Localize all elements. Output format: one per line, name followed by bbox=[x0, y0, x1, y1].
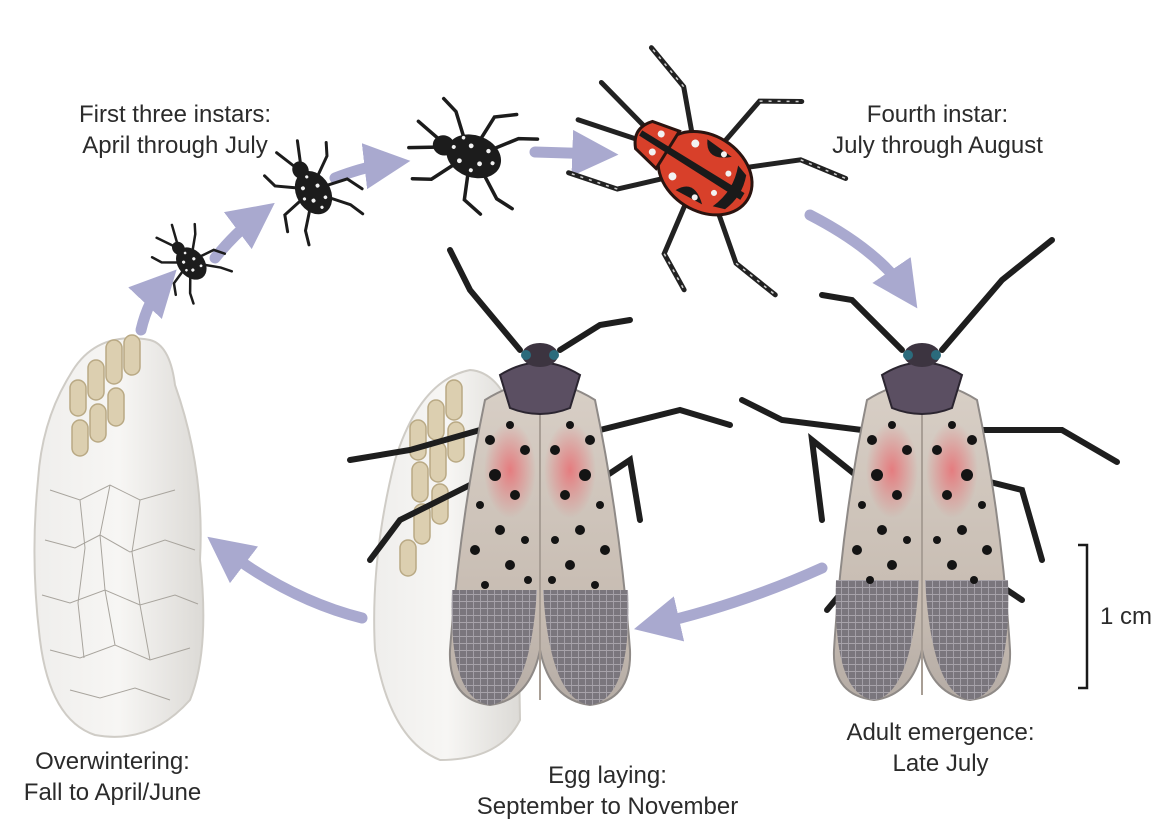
label-egg-laying-period: September to November bbox=[455, 791, 760, 822]
label-overwintering-period: Fall to April/June bbox=[0, 777, 225, 808]
label-adult-emergence: Adult emergence: Late July bbox=[818, 717, 1063, 779]
label-overwintering-title: Overwintering: bbox=[0, 746, 225, 777]
adult-lanternfly-emergence bbox=[742, 240, 1117, 700]
arrow-egg-laying-to-overwintering bbox=[222, 548, 362, 618]
label-first-three-instars-title: First three instars: bbox=[55, 99, 295, 130]
label-adult-emergence-period: Late July bbox=[818, 748, 1063, 779]
nymph-third-instar bbox=[396, 84, 543, 224]
scale-bar bbox=[1078, 545, 1087, 688]
arrow-third-to-fourth-instar bbox=[535, 152, 600, 154]
label-adult-emergence-title: Adult emergence: bbox=[818, 717, 1063, 748]
arrow-eggs-to-first-instar bbox=[141, 283, 164, 330]
label-egg-laying: Egg laying: September to November bbox=[455, 760, 760, 822]
label-fourth-instar-title: Fourth instar: bbox=[810, 99, 1065, 130]
overwintering-egg-mass bbox=[34, 335, 203, 737]
label-fourth-instar: Fourth instar: July through August bbox=[810, 99, 1065, 161]
scale-bar-label: 1 cm bbox=[1100, 603, 1152, 631]
label-fourth-instar-period: July through August bbox=[810, 130, 1065, 161]
arrow-second-to-third-instar bbox=[335, 163, 392, 178]
label-overwintering: Overwintering: Fall to April/June bbox=[0, 746, 225, 808]
arrow-fourth-instar-to-adult bbox=[810, 215, 907, 293]
nymph-fourth-instar bbox=[531, 6, 869, 332]
arrow-adult-to-egg-laying bbox=[652, 568, 822, 625]
label-egg-laying-title: Egg laying: bbox=[455, 760, 760, 791]
label-first-three-instars: First three instars: April through July bbox=[55, 99, 295, 161]
label-first-three-instars-period: April through July bbox=[55, 130, 295, 161]
